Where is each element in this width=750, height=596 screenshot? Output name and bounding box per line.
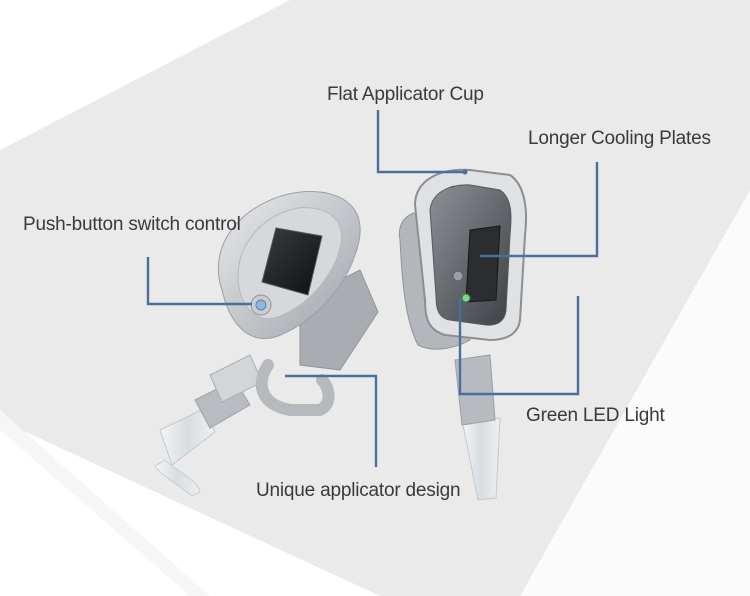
callout-green-led-light: Green LED Light [526,405,665,426]
leader-green-led [458,296,580,396]
leader-unique-design [285,374,378,467]
leader-flat-cup [376,110,465,174]
right-applicator [398,168,528,501]
callout-unique-applicator-design: Unique applicator design [256,480,461,501]
left-applicator [154,191,379,497]
callout-push-button-switch: Push-button switch control [23,214,241,235]
callout-flat-applicator-cup: Flat Applicator Cup [327,84,484,105]
callout-longer-cooling-plates: Longer Cooling Plates [528,128,711,149]
leader-push-button [146,257,252,306]
leader-cooling-plates [480,162,599,258]
leader-lines [146,110,599,467]
